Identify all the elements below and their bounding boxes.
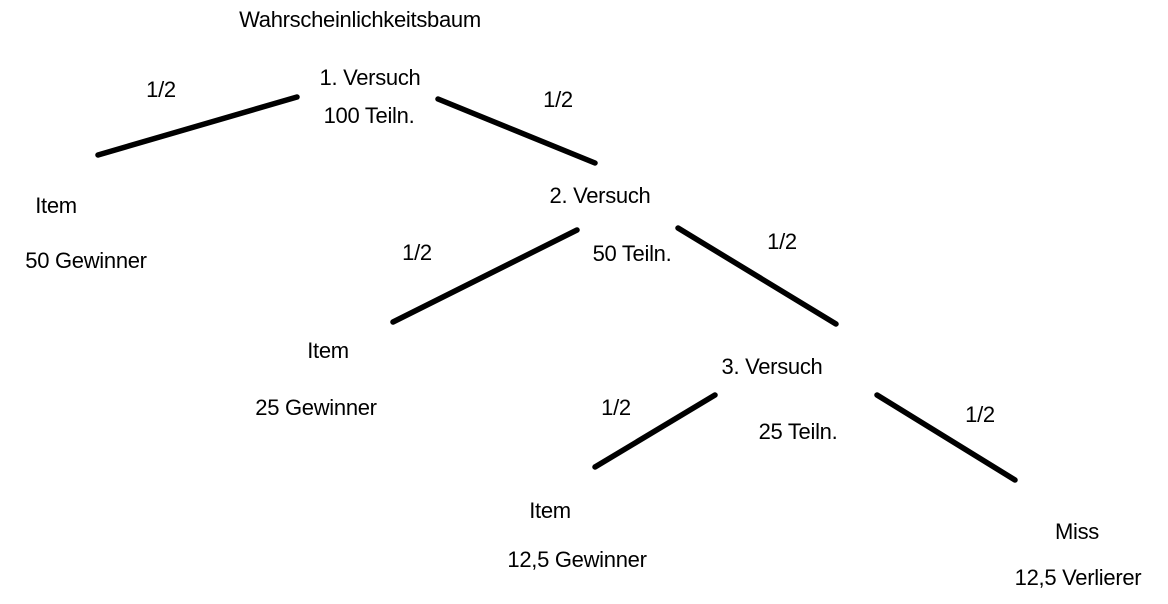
node-trial2-name: 2. Versuch	[549, 183, 651, 208]
edge-probability-trial1-right: 1/2	[543, 87, 573, 112]
node-trial1-count: 100 Teiln.	[323, 103, 415, 128]
node-miss-name: Miss	[1054, 519, 1100, 544]
edge-probability-trial2-left: 1/2	[402, 240, 432, 265]
node-outcome3-name: Item	[529, 498, 571, 523]
node-outcome3-count: 12,5 Gewinner	[507, 547, 647, 572]
node-outcome1-count: 50 Gewinner	[25, 248, 147, 273]
branch-line-trial1-left	[95, 94, 300, 158]
node-trial3-count: 25 Teiln.	[758, 419, 838, 444]
node-trial1-name: 1. Versuch	[319, 65, 421, 90]
branch-line-trial2-left	[390, 227, 580, 325]
edge-probability-trial3-left: 1/2	[601, 395, 631, 420]
node-outcome2-name: Item	[307, 338, 349, 363]
branch-line-trial3-left	[592, 392, 718, 470]
node-trial3-name: 3. Versuch	[721, 354, 823, 379]
edge-probability-trial1-left: 1/2	[146, 77, 176, 102]
branch-line-trial1-right	[435, 96, 598, 166]
node-outcome1-name: Item	[35, 193, 77, 218]
edge-probability-trial2-right: 1/2	[767, 229, 797, 254]
node-trial2-count: 50 Teiln.	[592, 241, 672, 266]
edge-probability-trial3-right: 1/2	[965, 402, 995, 427]
branch-line-trial2-right	[675, 225, 839, 327]
node-outcome2-count: 25 Gewinner	[255, 395, 377, 420]
branch-line-trial3-right	[874, 392, 1018, 483]
diagram-title: Wahrscheinlichkeitsbaum	[239, 7, 481, 32]
node-miss-count: 12,5 Verlierer	[1014, 565, 1142, 590]
